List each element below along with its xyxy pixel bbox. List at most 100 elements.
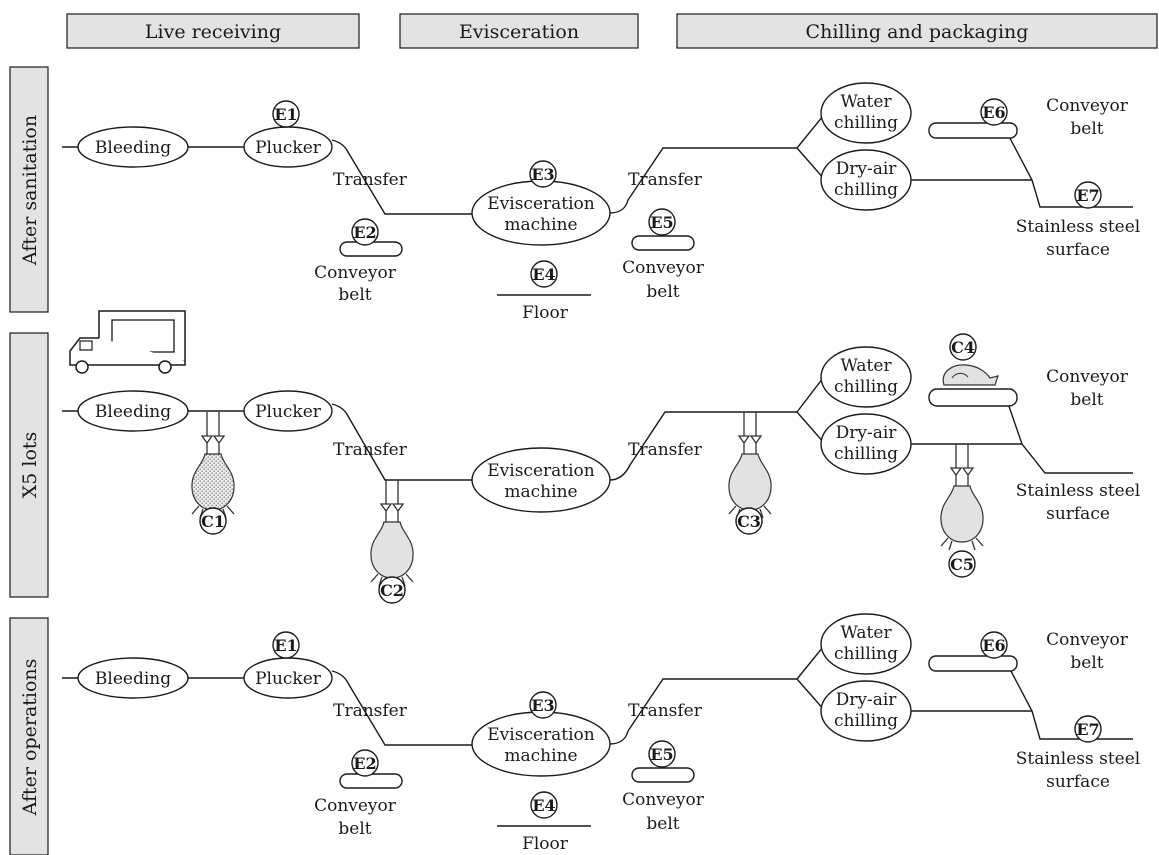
evisceration-label-line1: Evisceration [487, 461, 595, 481]
conveyor-belt-2-line2: belt [646, 814, 679, 834]
side-box-after-operations [9, 617, 49, 855]
code-e1: E1 [274, 105, 297, 124]
code-c4: C4 [951, 338, 975, 357]
code-e6: E6 [982, 636, 1005, 655]
conveyor-belt-right-icon [928, 122, 1018, 139]
plucker-node [243, 390, 333, 432]
code-badge-c4 [949, 333, 977, 361]
conveyor-belt-1-line2: belt [338, 285, 371, 305]
water-chilling-line2: chilling [834, 113, 898, 133]
dry-air-chilling-line2: chilling [834, 711, 898, 731]
code-badge-e5 [648, 208, 676, 236]
code-badge-e7 [1074, 181, 1102, 209]
conveyor-belt-right-line1: Conveyor [1046, 367, 1129, 387]
code-e7: E7 [1076, 720, 1099, 739]
conveyor-belt-right-line2: belt [1070, 119, 1103, 139]
plucker-label: Plucker [255, 669, 322, 689]
stage-chilling-label: Chilling and packaging [806, 21, 1029, 43]
hanging-chicken-icon [940, 443, 984, 551]
code-badge-c5 [948, 550, 976, 578]
conveyor-belt-2-icon [631, 235, 695, 251]
evisceration-label-line2: machine [504, 482, 577, 502]
side-label-after-sanitation: After sanitation [19, 115, 41, 266]
bleeding-node [77, 657, 189, 699]
water-chilling-line1: Water [840, 623, 892, 643]
conveyor-belt-right-line1: Conveyor [1046, 96, 1129, 116]
plucker-label: Plucker [255, 402, 322, 422]
code-badge-e2 [351, 218, 379, 246]
side-labels: After sanitation X5 lots After operation… [9, 66, 49, 855]
code-c2: C2 [380, 581, 404, 600]
code-badge-c2 [378, 576, 406, 604]
stage-evisceration-box [399, 13, 639, 49]
stainless-line2: surface [1046, 504, 1110, 524]
row-after-sanitation: Bleeding Plucker Transfer Evisceration m… [62, 82, 1140, 323]
water-chilling-node [820, 82, 912, 144]
dry-air-chilling-line1: Dry-air [836, 423, 898, 443]
code-badge-e6 [980, 631, 1008, 659]
evisceration-label-line2: machine [504, 746, 577, 766]
code-badge-e3 [529, 691, 557, 719]
conveyor-belt-2-line1: Conveyor [622, 258, 705, 278]
bleeding-label: Bleeding [95, 138, 171, 158]
code-badge-e2 [351, 749, 379, 777]
conveyor-belt-2-icon [631, 767, 695, 783]
code-badge-e1 [272, 631, 300, 659]
code-e6: E6 [982, 103, 1005, 122]
transfer-label-2: Transfer [628, 701, 703, 721]
hanging-chicken-icon [191, 411, 235, 519]
stage-evisceration-label: Evisceration [459, 21, 579, 43]
conveyor-belt-1-line1: Conveyor [314, 263, 397, 283]
conveyor-belt-2-line2: belt [646, 282, 679, 302]
evisceration-label-line1: Evisceration [487, 725, 595, 745]
stage-chilling-box [676, 13, 1158, 49]
dry-air-chilling-line1: Dry-air [836, 690, 898, 710]
conveyor-belt-1-line2: belt [338, 819, 371, 839]
dry-air-chilling-line2: chilling [834, 180, 898, 200]
water-chilling-node [820, 613, 912, 675]
side-box-x5-lots [9, 332, 49, 598]
floor-label: Floor [522, 834, 569, 854]
dry-air-chilling-node [820, 149, 912, 211]
stainless-line1: Stainless steel [1016, 749, 1140, 769]
code-badge-e5 [648, 740, 676, 768]
dry-air-chilling-line2: chilling [834, 444, 898, 464]
truck-icon [69, 310, 186, 374]
evisceration-label-line2: machine [504, 215, 577, 235]
floor-label: Floor [522, 303, 569, 323]
code-e3: E3 [531, 696, 554, 715]
stainless-line2: surface [1046, 772, 1110, 792]
water-chilling-line2: chilling [834, 377, 898, 397]
conveyor-belt-right-icon [928, 388, 1018, 407]
code-c1: C1 [201, 512, 225, 531]
code-badge-e6 [980, 98, 1008, 126]
stage-live-receiving-box [66, 13, 360, 49]
side-label-x5-lots: X5 lots [19, 432, 41, 499]
code-badge-e3 [529, 160, 557, 188]
conveyor-belt-right-line2: belt [1070, 653, 1103, 673]
conveyor-belt-1-icon [339, 773, 403, 789]
evisceration-node [471, 447, 611, 513]
stainless-line1: Stainless steel [1016, 217, 1140, 237]
code-badge-e7 [1074, 715, 1102, 743]
code-e2: E2 [353, 754, 376, 773]
code-e2: E2 [353, 223, 376, 242]
hanging-chicken-icon [370, 479, 414, 587]
code-badge-c3 [735, 507, 763, 535]
dry-air-chilling-node [820, 680, 912, 742]
dry-air-chilling-line1: Dry-air [836, 159, 898, 179]
water-chilling-line1: Water [840, 356, 892, 376]
water-chilling-line1: Water [840, 92, 892, 112]
row-x5-lots: Bleeding Plucker Transfer Evisceration m… [62, 310, 1140, 604]
transfer-label-1: Transfer [333, 701, 408, 721]
code-e7: E7 [1076, 186, 1099, 205]
conveyor-belt-2-line1: Conveyor [622, 790, 705, 810]
transfer-label-1: Transfer [333, 170, 408, 190]
code-e4: E4 [532, 265, 555, 284]
water-chilling-line2: chilling [834, 644, 898, 664]
row-after-operations: Bleeding Plucker Transfer Evisceration m… [62, 613, 1140, 854]
code-c5: C5 [950, 555, 974, 574]
hanging-chicken-icon [728, 411, 772, 519]
stage-headers: Live receiving Evisceration Chilling and… [66, 13, 1158, 49]
